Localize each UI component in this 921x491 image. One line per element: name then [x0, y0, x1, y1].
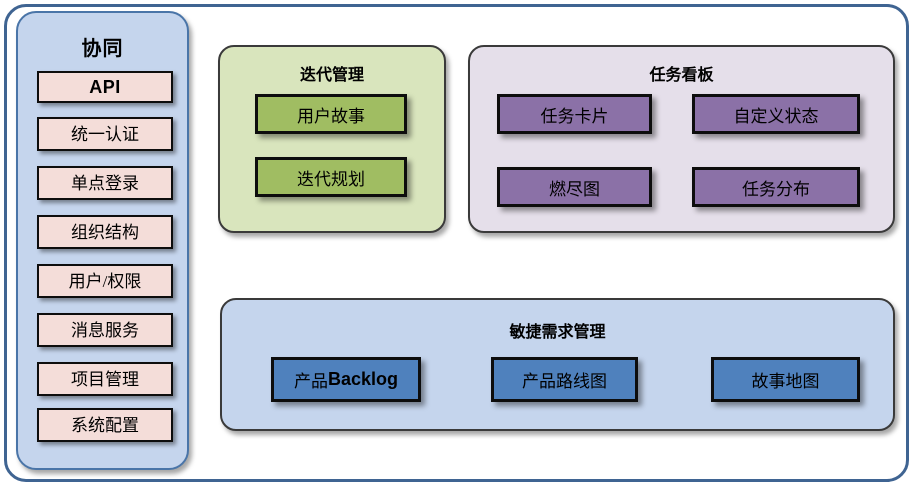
task-board-item-custom-status[interactable]: 自定义状态 — [692, 94, 860, 134]
sidebar-item-project-management[interactable]: 项目管理 — [37, 362, 173, 396]
iteration-item-label: 用户故事 — [297, 106, 365, 126]
sidebar-item-label: 项目管理 — [71, 369, 139, 389]
sidebar-item-label: 系统配置 — [71, 415, 139, 435]
sidebar-item-org-structure[interactable]: 组织结构 — [37, 215, 173, 249]
collaboration-sidebar-panel: 协同 API 统一认证 单点登录 组织结构 用户/权限 消息服务 项目管理 系统… — [16, 11, 189, 470]
iteration-item-user-story[interactable]: 用户故事 — [255, 94, 407, 134]
sidebar-item-label: 统一认证 — [71, 124, 139, 144]
task-board-item-label: 任务卡片 — [540, 106, 609, 126]
sidebar-item-user-permission[interactable]: 用户/权限 — [37, 264, 173, 298]
agile-requirement-title: 敏捷需求管理 — [509, 324, 606, 341]
sidebar-item-label: 单点登录 — [71, 173, 139, 193]
sidebar-item-single-sign-on[interactable]: 单点登录 — [37, 166, 173, 200]
sidebar-item-system-config[interactable]: 系统配置 — [37, 408, 173, 442]
task-board-title: 任务看板 — [649, 67, 714, 84]
sidebar-item-label: API — [89, 77, 121, 97]
agile-item-story-map[interactable]: 故事地图 — [711, 357, 860, 402]
iteration-item-iteration-planning[interactable]: 迭代规划 — [255, 157, 407, 197]
task-board-item-label: 任务分布 — [742, 179, 810, 199]
sidebar-item-label: 组织结构 — [71, 222, 139, 242]
task-board-panel: 任务看板 任务卡片 自定义状态 燃尽图 任务分布 — [468, 45, 895, 233]
task-board-item-label: 自定义状态 — [733, 106, 819, 126]
sidebar-item-unified-auth[interactable]: 统一认证 — [37, 117, 173, 151]
agile-item-label-suffix: Backlog — [327, 369, 399, 389]
sidebar-item-message-service[interactable]: 消息服务 — [37, 313, 173, 347]
sidebar-item-api[interactable]: API — [37, 71, 173, 103]
iteration-management-title: 迭代管理 — [299, 67, 364, 84]
task-board-item-task-card[interactable]: 任务卡片 — [497, 94, 652, 134]
agile-item-product-roadmap[interactable]: 产品路线图 — [491, 357, 638, 402]
task-board-item-label: 燃尽图 — [549, 179, 600, 199]
sidebar-item-label: 用户/权限 — [68, 271, 142, 291]
agile-item-label-prefix: 产品 — [293, 372, 328, 391]
agile-item-label: 产品路线图 — [522, 372, 607, 391]
sidebar-item-label: 消息服务 — [71, 320, 139, 340]
iteration-item-label: 迭代规划 — [297, 169, 365, 189]
agile-item-label: 故事地图 — [751, 372, 820, 391]
task-board-item-task-distribution[interactable]: 任务分布 — [692, 167, 860, 207]
sidebar-title: 协同 — [81, 38, 124, 60]
task-board-item-burndown-chart[interactable]: 燃尽图 — [497, 167, 652, 207]
iteration-management-panel: 迭代管理 用户故事 迭代规划 — [218, 45, 446, 233]
